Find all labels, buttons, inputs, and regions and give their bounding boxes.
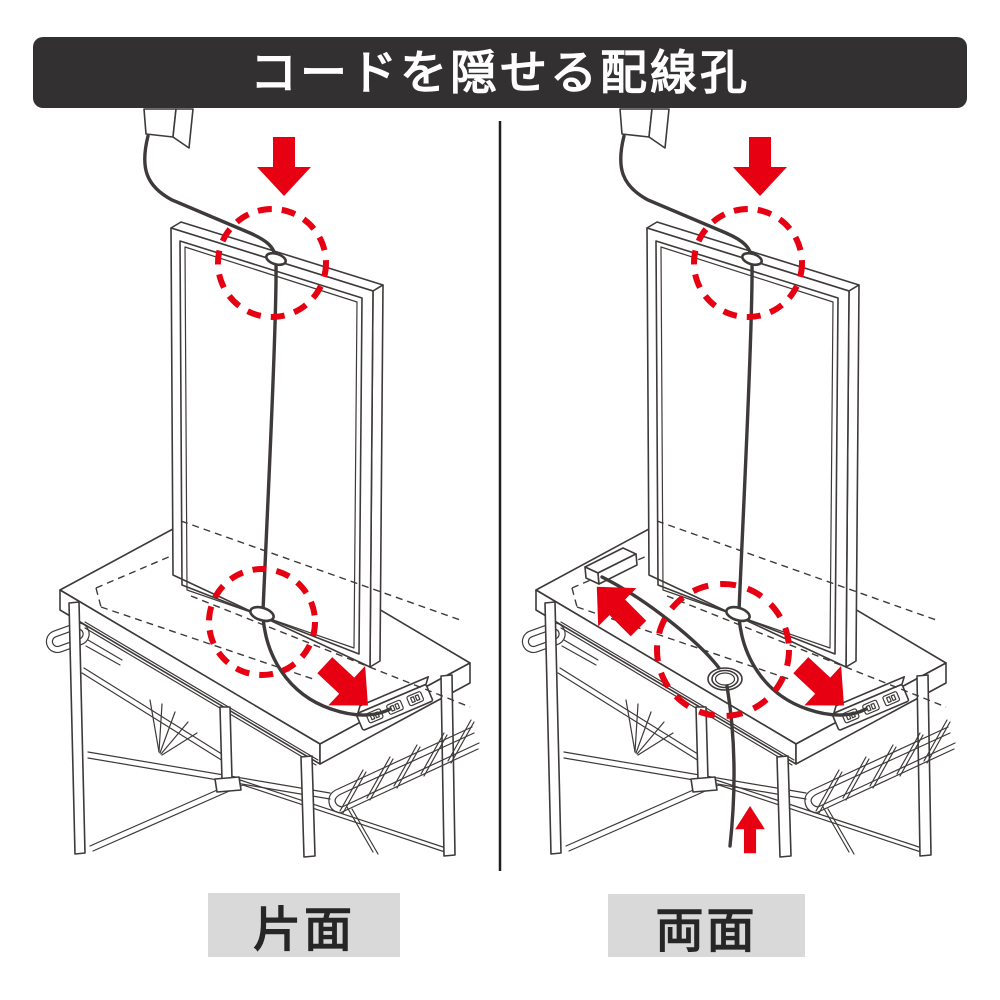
left-panel-scene <box>43 109 479 857</box>
cable-block <box>584 547 638 585</box>
right-panel-annotations <box>577 547 792 854</box>
panel-label-left-text: 片面 <box>252 904 355 957</box>
panel-label-right: 両面 <box>608 894 805 958</box>
left-panel-annotations <box>206 566 318 678</box>
cable-below-desk <box>725 684 736 848</box>
red-up-arrow-icon <box>735 806 765 854</box>
desk-grommet-hole-icon <box>707 667 743 691</box>
cable-to-grommet <box>600 575 721 670</box>
red-dashed-circle-bottom <box>206 566 318 678</box>
panel-label-right-text: 両面 <box>655 904 758 958</box>
title-banner: コードを隠せる配線孔 <box>33 37 967 108</box>
right-panel-scene <box>519 109 955 857</box>
page-title: コードを隠せる配線孔 <box>250 46 750 99</box>
panel-label-left: 片面 <box>208 893 400 957</box>
red-dashed-circle-grommet <box>654 581 792 719</box>
